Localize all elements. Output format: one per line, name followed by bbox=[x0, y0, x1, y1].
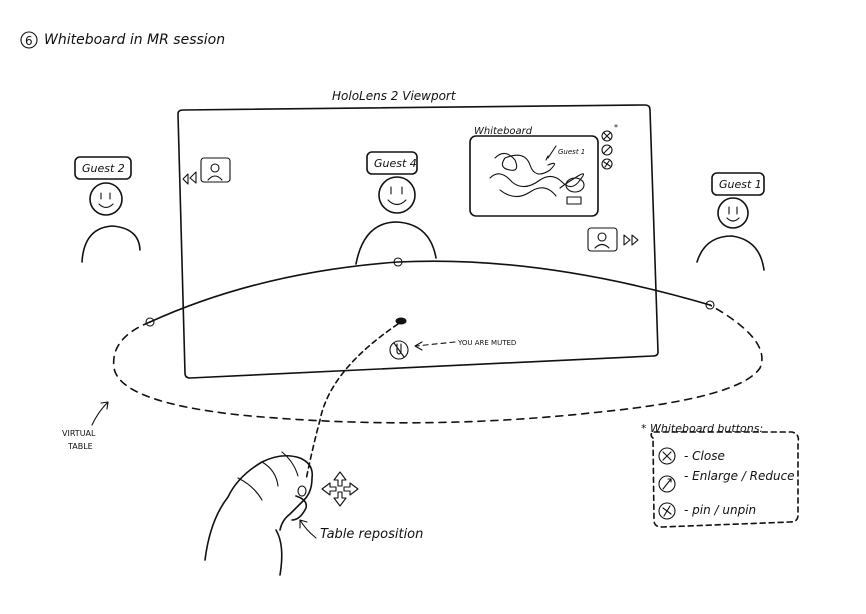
button-asterisk: * bbox=[614, 123, 618, 132]
legend-enlarge-reduce-icon bbox=[658, 475, 676, 493]
legend-close-label: - Close bbox=[684, 449, 725, 463]
virtual-table-top-edge bbox=[149, 260, 711, 323]
legend-title: * Whiteboard buttons: bbox=[641, 422, 763, 435]
whiteboard-buttons-legend: * Whiteboard buttons: - Close - Enlarge … bbox=[641, 422, 800, 528]
move-arrow-down bbox=[333, 491, 347, 507]
guest-1-video-frame bbox=[587, 227, 618, 252]
guest-1-direction-arrow-icon bbox=[623, 234, 639, 246]
guest-2-figure: Guest 2 bbox=[74, 156, 141, 263]
guest-4-face bbox=[387, 186, 407, 206]
guest-4-figure: Guest 4 bbox=[355, 151, 437, 265]
guest-1-shoulders bbox=[696, 235, 765, 271]
gaze-pointer bbox=[395, 317, 407, 325]
whiteboard-close-button[interactable]: * bbox=[601, 123, 618, 142]
guest-2-face bbox=[98, 192, 114, 209]
whiteboard-small-box bbox=[566, 196, 582, 205]
move-arrows-icon[interactable] bbox=[321, 471, 359, 507]
legend-pin-unpin-icon bbox=[658, 502, 676, 520]
muted-mic-glyph bbox=[393, 342, 405, 358]
table-reposition-arrow-icon bbox=[299, 519, 317, 539]
table-anchor-right bbox=[705, 300, 715, 310]
virtual-table-label-line1: VIRTUAL bbox=[62, 429, 96, 438]
whiteboard-pen-label: Guest 1 bbox=[558, 148, 585, 156]
pin-icon-mark bbox=[603, 160, 611, 168]
pen-icon bbox=[545, 145, 557, 161]
whiteboard-shape bbox=[565, 177, 585, 193]
close-icon bbox=[601, 130, 613, 142]
guest-2-head bbox=[89, 182, 123, 216]
enlarge-icon-arrow bbox=[603, 146, 611, 154]
enlarge-reduce-icon bbox=[601, 144, 613, 156]
hand-gesture bbox=[204, 451, 314, 576]
title-number: 6 bbox=[25, 34, 33, 48]
virtual-table[interactable] bbox=[112, 257, 763, 424]
guest-2-video-tile bbox=[182, 157, 231, 185]
muted-indicator: YOU ARE MUTED bbox=[389, 339, 516, 360]
muted-text: YOU ARE MUTED bbox=[457, 339, 516, 347]
legend-pin-mark bbox=[662, 505, 672, 517]
guest-2-video-avatar-icon bbox=[210, 163, 220, 173]
guest-2-video-body bbox=[207, 175, 223, 181]
hand-wrist bbox=[275, 529, 283, 576]
whiteboard-pin-button[interactable] bbox=[601, 158, 613, 170]
guest-2-shoulders bbox=[81, 225, 141, 263]
title-group: 6 Whiteboard in MR session bbox=[20, 31, 225, 49]
guest-2-video-frame bbox=[200, 157, 231, 183]
guest-1-video-tile bbox=[587, 227, 639, 252]
whiteboard-buttons: * bbox=[601, 123, 618, 170]
move-arrow-up bbox=[333, 471, 347, 487]
whiteboard-title: Whiteboard bbox=[474, 126, 533, 137]
guest-1-label: Guest 1 bbox=[719, 178, 762, 191]
table-anchor-center bbox=[393, 257, 403, 267]
close-icon-cross bbox=[603, 132, 611, 140]
guest-2-label: Guest 2 bbox=[82, 162, 125, 175]
guest-1-label-box bbox=[711, 172, 765, 196]
whiteboard-frame bbox=[469, 135, 599, 217]
muted-arrow-head bbox=[414, 341, 423, 351]
guest-4-label: Guest 4 bbox=[374, 157, 417, 170]
title-number-circle bbox=[20, 31, 38, 49]
muted-mic-icon bbox=[389, 340, 409, 360]
muted-arrow-icon bbox=[415, 341, 456, 347]
guest-1-video-avatar-icon bbox=[597, 232, 607, 242]
legend-pin-unpin-label: - pin / unpin bbox=[684, 503, 756, 517]
table-reposition-label: Table reposition bbox=[320, 527, 423, 542]
table-anchor-left bbox=[145, 317, 155, 327]
guest-1-figure: Guest 1 bbox=[696, 172, 765, 271]
whiteboard-enlarge-button[interactable] bbox=[601, 144, 613, 156]
virtual-table-arrow-icon bbox=[91, 401, 109, 426]
virtual-table-annotation: VIRTUAL TABLE bbox=[62, 401, 109, 451]
move-arrow-left bbox=[321, 482, 337, 496]
guest-1-video-body bbox=[594, 243, 610, 249]
table-reposition-annotation: Table reposition bbox=[299, 519, 423, 542]
guest-4-label-box bbox=[366, 151, 418, 175]
virtual-table-dashed-outline bbox=[112, 304, 763, 424]
hand-finger-lines bbox=[237, 451, 299, 501]
viewport-frame bbox=[177, 104, 659, 379]
guest-1-face bbox=[726, 206, 740, 222]
whiteboard-panel[interactable]: Whiteboard Guest 1 bbox=[469, 126, 599, 217]
legend-enlarge-reduce-label: - Enlarge / Reduce bbox=[684, 469, 795, 483]
guest-4-shoulders bbox=[355, 221, 437, 265]
move-arrow-right bbox=[343, 482, 359, 496]
virtual-table-label-line2: TABLE bbox=[67, 442, 93, 451]
guest-2-direction-arrow-icon bbox=[182, 171, 197, 185]
guest-4-head bbox=[378, 176, 416, 214]
guest-2-label-box bbox=[74, 156, 132, 180]
thumbnail-nail bbox=[297, 485, 307, 497]
legend-enlarge-arrow bbox=[662, 478, 672, 490]
pin-unpin-icon bbox=[601, 158, 613, 170]
guest-1-head bbox=[717, 197, 749, 229]
whiteboard-scribble bbox=[489, 152, 585, 198]
legend-close-icon bbox=[658, 447, 676, 465]
viewport-label: HoloLens 2 Viewport bbox=[332, 89, 457, 103]
hand-outline bbox=[204, 454, 314, 561]
legend-close-cross bbox=[662, 451, 672, 461]
page-title: Whiteboard in MR session bbox=[44, 32, 225, 48]
legend-frame bbox=[650, 431, 800, 528]
gaze-ray bbox=[305, 323, 399, 481]
